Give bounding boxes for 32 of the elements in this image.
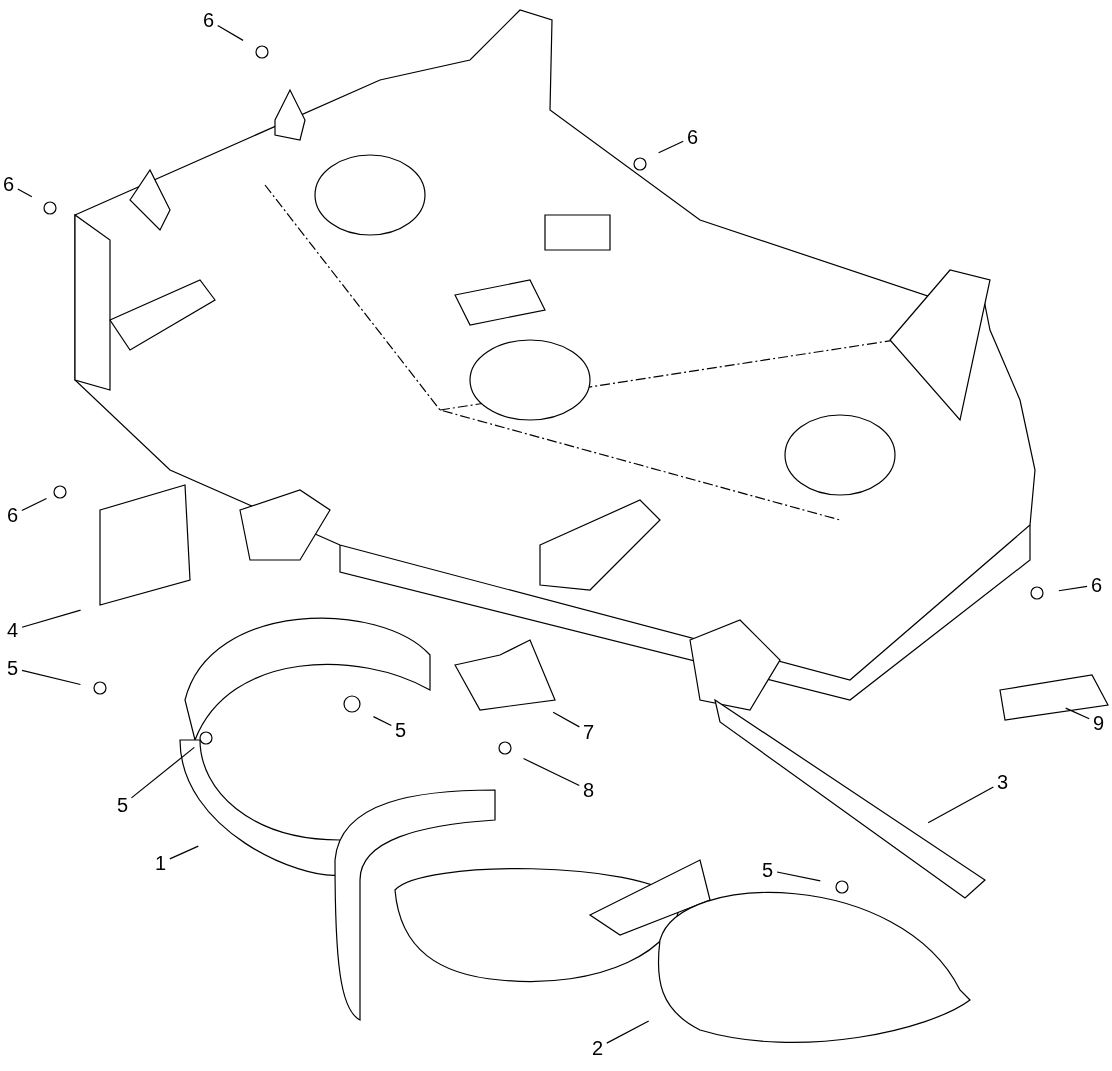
callout-number: 8 [582, 779, 596, 801]
leader-line [21, 669, 81, 686]
leader-line [658, 140, 684, 154]
callout-number: 1 [154, 852, 168, 874]
callout-number: 5 [6, 657, 20, 679]
callout-number: 4 [6, 619, 20, 641]
leader-line [552, 711, 580, 728]
callout-number: 6 [2, 173, 16, 195]
callout-number: 6 [202, 9, 216, 31]
callout-number: 3 [996, 771, 1010, 793]
callout-number: 5 [116, 794, 130, 816]
callout-number: 6 [1090, 574, 1104, 596]
leader-line [17, 188, 33, 198]
callout-number: 5 [394, 719, 408, 741]
leader-line [169, 845, 199, 860]
leader-line [130, 746, 195, 799]
callout-number: 6 [6, 504, 20, 526]
leader-line [1058, 585, 1088, 592]
callout-number: 5 [761, 859, 775, 881]
leader-line [372, 716, 392, 727]
leader-line [927, 786, 994, 824]
leader-line [522, 757, 580, 787]
callout-number: 2 [591, 1037, 605, 1059]
leader-line [606, 1020, 650, 1044]
callout-number: 9 [1092, 712, 1106, 734]
leader-line [1065, 707, 1090, 720]
leader-line [776, 871, 821, 882]
leader-line [21, 497, 48, 512]
leader-line [21, 609, 82, 628]
callout-number: 6 [686, 126, 700, 148]
callout-number: 7 [582, 721, 596, 743]
leader-line [217, 24, 244, 41]
